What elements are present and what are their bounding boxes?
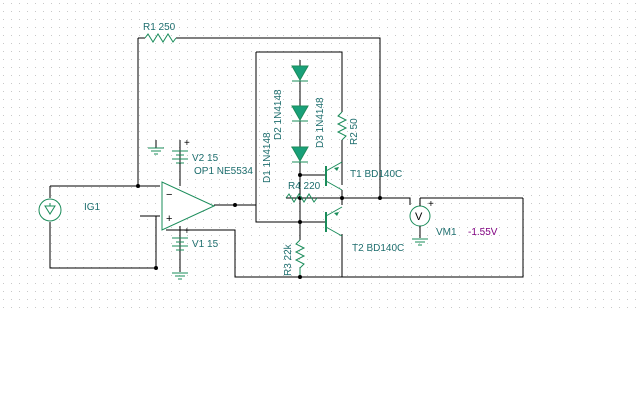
label-t1: T1 BD140C (350, 169, 402, 180)
resistor-r2[interactable]: R2 50 (336, 111, 360, 145)
resistor-r4[interactable]: R4 220 (285, 181, 321, 203)
label-r1: R1 250 (143, 22, 176, 33)
label-v1: V1 15 (192, 239, 219, 250)
label-vm1: VM1 (436, 227, 457, 238)
label-r3: R3 22k (283, 243, 294, 276)
transistor-t2[interactable]: T2 BD140C (300, 206, 404, 254)
resistor-r1[interactable]: R1 250 (143, 22, 177, 43)
ground-v1 (172, 272, 188, 280)
current-source-ig1[interactable]: IG1 (38, 198, 101, 222)
battery-v1[interactable]: + V1 15 (172, 226, 219, 251)
label-r4: R4 220 (288, 181, 321, 192)
battery-v2[interactable]: + V2 15 (172, 138, 219, 186)
resistor-r3[interactable]: R3 22k (283, 239, 306, 276)
label-d3: D3 1N4148 (315, 97, 326, 148)
label-op1: OP1 NE5534 (194, 166, 253, 177)
voltmeter-vm1[interactable]: V + VM1 -1.55V (409, 198, 498, 238)
opamp-op1[interactable]: − + OP1 NE5534 (161, 166, 253, 231)
opamp-minus-sign: − (166, 189, 172, 201)
diode-stack: D1 1N4148 D2 1N4148 D3 1N4148 (262, 65, 326, 183)
label-ig1: IG1 (84, 202, 101, 213)
opamp-plus-sign: + (166, 213, 172, 225)
voltmeter-symbol: V (415, 211, 423, 223)
diode-d1[interactable] (291, 65, 309, 82)
label-v2: V2 15 (192, 153, 219, 164)
v2-plus-sign: + (184, 138, 190, 149)
label-t2: T2 BD140C (352, 243, 404, 254)
v1-plus-sign: + (184, 226, 190, 237)
label-d1: D1 1N4148 (262, 132, 273, 183)
label-r2: R2 50 (349, 118, 360, 145)
vm1-plus-sign: + (428, 199, 434, 210)
transistor-t1[interactable]: T1 BD140C (325, 140, 402, 198)
diode-d2[interactable] (291, 105, 309, 122)
ground-v2 (148, 140, 164, 155)
label-d2: D2 1N4148 (273, 89, 284, 140)
vm1-reading: -1.55V (468, 227, 498, 238)
diode-d3[interactable] (291, 146, 309, 163)
grid-background (0, 0, 640, 310)
ground-vm1 (412, 238, 428, 246)
